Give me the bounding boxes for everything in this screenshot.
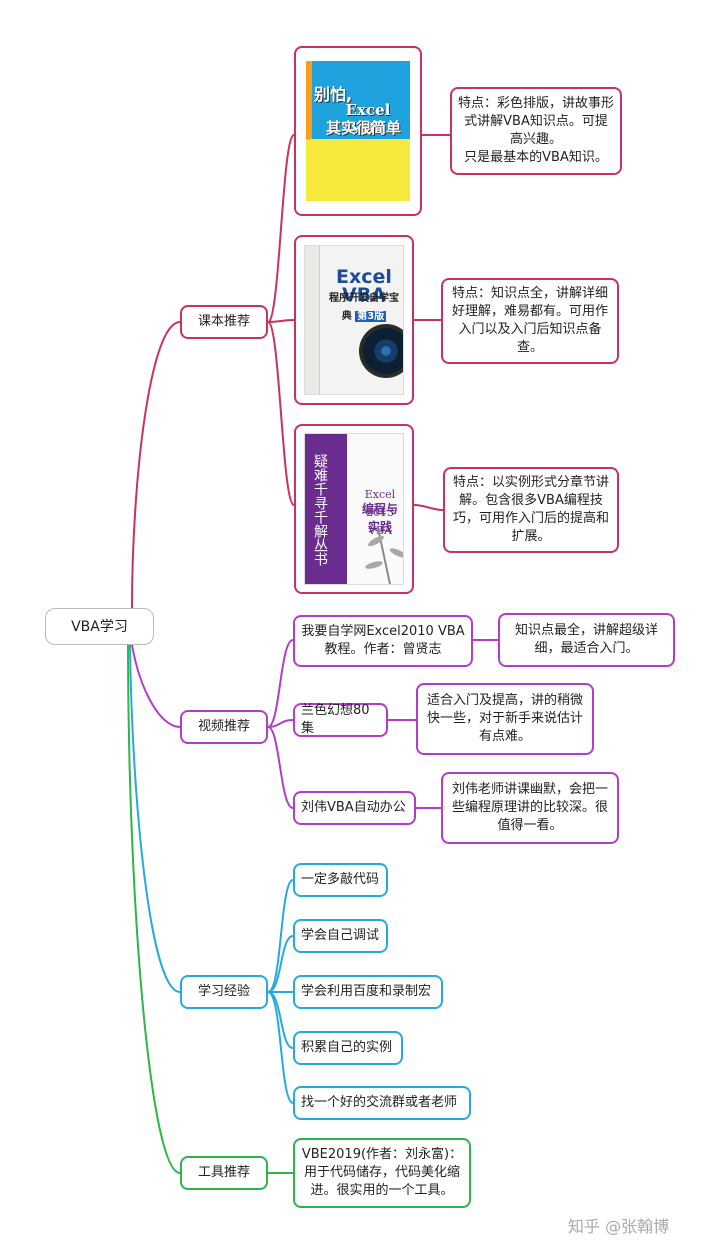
book-note-3-text: 特点：以实例形式分章节讲解。包含很多VBA编程技巧，可用作入门后的提高和扩展。 xyxy=(452,475,609,544)
video-note-3[interactable]: 刘伟老师讲课幽默，会把一些编程原理讲的比较深。很值得一看。 xyxy=(441,772,619,844)
book-cover-1: 别怕, Excel VBA 其实很简单 xyxy=(306,61,410,201)
book-node-3[interactable]: 疑难千寻千解丛书 Excel 2013 VBA 编程与实践 xyxy=(294,424,414,594)
video-note-2[interactable]: 适合入门及提高，讲的稍微快一些，对于新手来说估计有点难。 xyxy=(416,683,594,755)
book-cover-1-line3: 其实很简单 xyxy=(326,119,402,137)
book-node-2[interactable]: Excel VBA 程序开发自学宝典 第3版 xyxy=(294,235,414,405)
video-note-3-text: 刘伟老师讲课幽默，会把一些编程原理讲的比较深。很值得一看。 xyxy=(451,782,608,833)
experience-item-3-label: 学会利用百度和录制宏 xyxy=(301,984,432,999)
video-item-3[interactable]: 刘伟VBA自动办公 xyxy=(293,791,416,825)
branch-videos-label: 视频推荐 xyxy=(197,719,250,734)
branch-videos[interactable]: 视频推荐 xyxy=(180,710,268,744)
target-icon xyxy=(359,324,403,378)
video-item-3-label: 刘伟VBA自动办公 xyxy=(301,800,406,815)
book-cover-2-line2: 程序开发自学宝典 xyxy=(329,293,399,322)
experience-item-5-label: 找一个好的交流群或者老师 xyxy=(301,1095,458,1110)
book-cover-3-series: 疑难千寻千解丛书 xyxy=(312,454,328,566)
experience-item-5[interactable]: 找一个好的交流群或者老师 xyxy=(293,1086,471,1120)
experience-item-2-label: 学会自己调试 xyxy=(301,928,380,943)
experience-item-3[interactable]: 学会利用百度和录制宏 xyxy=(293,975,443,1009)
branch-tools[interactable]: 工具推荐 xyxy=(180,1156,268,1190)
tool-item-1[interactable]: VBE2019(作者：刘永富)：用于代码储存，代码美化缩进。很实用的一个工具。 xyxy=(293,1138,471,1208)
book-note-1[interactable]: 特点：彩色排版，讲故事形式讲解VBA知识点。可提高兴趣。 只是最基本的VBA知识… xyxy=(450,87,622,175)
experience-item-2[interactable]: 学会自己调试 xyxy=(293,919,388,953)
book-cover-3-line2: 编程与实践 xyxy=(361,502,398,534)
branch-books-label: 课本推荐 xyxy=(197,314,250,329)
book-note-2[interactable]: 特点：知识点全，讲解详细好理解，难易都有。可用作入门以及入门后知识点备查。 xyxy=(441,278,619,364)
root-label: VBA学习 xyxy=(71,618,128,635)
video-note-1[interactable]: 知识点最全，讲解超级详细，最适合入门。 xyxy=(498,613,675,667)
branch-tools-label: 工具推荐 xyxy=(197,1165,250,1180)
book-cover-3-line1: Excel 2013 VBA xyxy=(364,488,396,537)
experience-item-1[interactable]: 一定多敲代码 xyxy=(293,863,388,897)
book-cover-1-line1: 别怕, xyxy=(314,85,353,104)
experience-item-4-label: 积累自己的实例 xyxy=(301,1040,393,1055)
branch-experience[interactable]: 学习经验 xyxy=(180,975,268,1009)
tool-item-1-label: VBE2019(作者：刘永富)：用于代码储存，代码美化缩进。很实用的一个工具。 xyxy=(301,1147,463,1198)
book-note-1-text: 特点：彩色排版，讲故事形式讲解VBA知识点。可提高兴趣。 只是最基本的VBA知识… xyxy=(458,96,615,165)
experience-item-4[interactable]: 积累自己的实例 xyxy=(293,1031,403,1065)
video-note-1-text: 知识点最全，讲解超级详细，最适合入门。 xyxy=(514,623,658,656)
video-item-2-label: 兰色幻想80集 xyxy=(301,703,370,736)
book-cover-3: 疑难千寻千解丛书 Excel 2013 VBA 编程与实践 xyxy=(304,433,404,585)
book-node-1[interactable]: 别怕, Excel VBA 其实很简单 xyxy=(294,46,422,216)
book-note-3[interactable]: 特点：以实例形式分章节讲解。包含很多VBA编程技巧，可用作入门后的提高和扩展。 xyxy=(443,467,619,553)
video-note-2-text: 适合入门及提高，讲的稍微快一些，对于新手来说估计有点难。 xyxy=(426,693,583,744)
branch-experience-label: 学习经验 xyxy=(197,984,250,999)
book-note-2-text: 特点：知识点全，讲解详细好理解，难易都有。可用作入门以及入门后知识点备查。 xyxy=(451,286,608,355)
book-cover-2-line1: Excel VBA xyxy=(336,266,392,306)
video-item-1[interactable]: 我要自学网Excel2010 VBA教程。作者：曾贤志 xyxy=(293,615,473,667)
book-cover-2: Excel VBA 程序开发自学宝典 第3版 xyxy=(304,245,404,395)
video-item-2[interactable]: 兰色幻想80集 xyxy=(293,703,388,737)
watermark: 知乎 @张翰博 xyxy=(568,1217,670,1236)
book-cover-2-edition: 第3版 xyxy=(355,311,387,322)
video-item-1-label: 我要自学网Excel2010 VBA教程。作者：曾贤志 xyxy=(301,624,465,657)
root-node[interactable]: VBA学习 xyxy=(45,608,154,645)
branch-books[interactable]: 课本推荐 xyxy=(180,305,268,339)
book-cover-1-line2: Excel VBA xyxy=(345,101,391,137)
experience-item-1-label: 一定多敲代码 xyxy=(301,872,380,887)
